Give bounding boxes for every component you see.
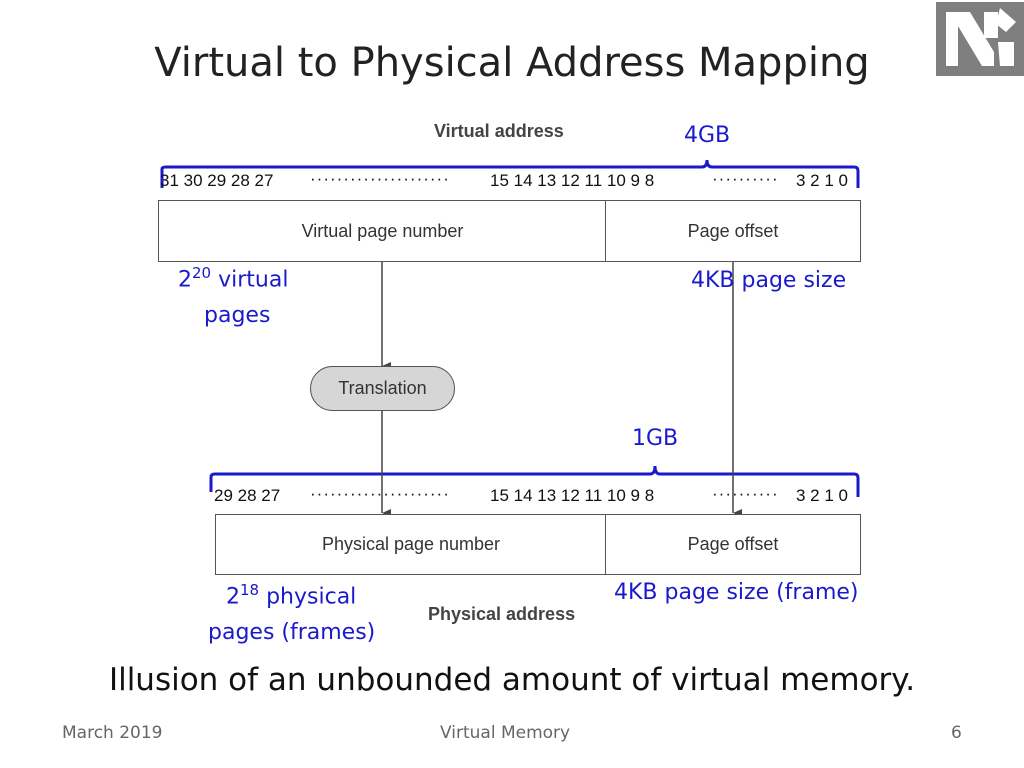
physical-address-brace (209, 465, 860, 497)
virtual-page-number-field: Virtual page number (158, 200, 607, 262)
university-logo-icon (936, 2, 1024, 76)
physical-page-offset-field: Page offset (605, 514, 861, 575)
virtual-page-size: 4KB page size (691, 268, 847, 293)
slide-title: Virtual to Physical Address Mapping (154, 40, 870, 86)
virtual-bits-ellipsis-right: ·········· (712, 169, 779, 188)
footer-topic: Virtual Memory (440, 723, 571, 743)
virtual-bits-ellipsis-left: ····················· (310, 169, 450, 188)
translation-box: Translation (310, 366, 455, 411)
physical-bits-ellipsis-left: ····················· (310, 484, 450, 503)
virtual-address-brace (160, 159, 860, 188)
physical-pages-label: pages (frames) (208, 620, 376, 645)
physical-bits-mid: 15 14 13 12 11 10 9 8 (490, 486, 655, 505)
virtual-page-offset-field: Page offset (605, 200, 861, 262)
virtual-pages-label: pages (204, 303, 271, 328)
physical-size-label: 1GB (632, 426, 679, 451)
physical-page-number-field: Physical page number (215, 514, 607, 575)
virtual-address-header: Virtual address (434, 121, 564, 141)
virtual-bits-low: 3 2 1 0 (796, 171, 848, 190)
virtual-size-label: 4GB (684, 123, 731, 148)
virtual-pages-count: 220 virtual (178, 264, 289, 293)
slide-caption: Illusion of an unbounded amount of virtu… (108, 662, 916, 698)
virtual-bits-high: 31 30 29 28 27 (160, 171, 274, 190)
physical-pages-count: 218 physical (226, 581, 357, 610)
physical-bits-high: 29 28 27 (214, 486, 281, 505)
physical-bits-low: 3 2 1 0 (796, 486, 848, 505)
footer-date: March 2019 (62, 723, 163, 743)
virtual-bits-mid: 15 14 13 12 11 10 9 8 (490, 171, 655, 190)
physical-bits-ellipsis-right: ·········· (712, 484, 779, 503)
slide-number: 6 (951, 723, 962, 743)
physical-address-header: Physical address (428, 604, 576, 624)
physical-page-size: 4KB page size (frame) (614, 580, 859, 605)
